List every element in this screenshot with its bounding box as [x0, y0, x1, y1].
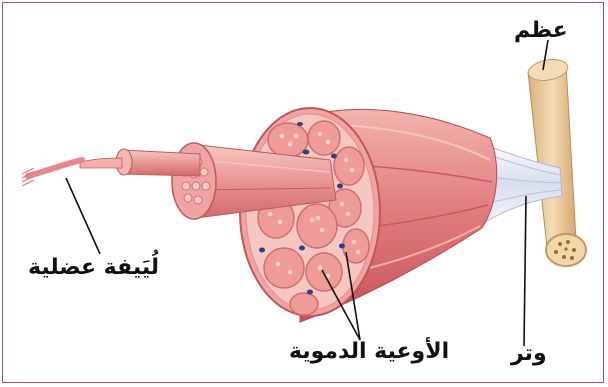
muscle-fiber [80, 149, 200, 176]
label-bone: عظم [514, 20, 568, 42]
tendon-leader-line [524, 196, 526, 346]
myofibril [22, 160, 82, 186]
muscle-cross-section [240, 108, 380, 316]
label-tendon: وتر [511, 343, 547, 365]
label-blood-vessels: الأوعية الدموية [289, 341, 449, 363]
label-muscle-fibril: لُيَيفة عضلية [28, 257, 159, 279]
fibril-leader-line [66, 178, 100, 254]
